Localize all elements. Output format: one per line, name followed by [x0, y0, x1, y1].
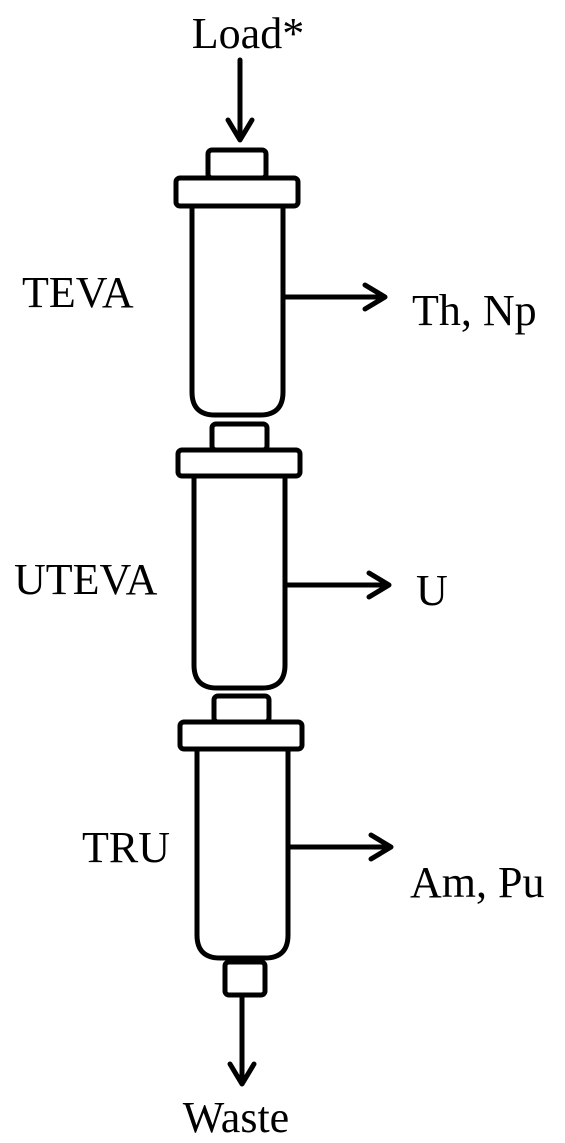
- eluate-label-tru: Am, Pu: [410, 858, 544, 907]
- column-tru: [177, 719, 305, 961]
- uteva-body: [191, 473, 288, 691]
- column-uteva: [175, 447, 303, 691]
- load-arrow: [225, 57, 255, 143]
- waste-arrow: [227, 995, 257, 1087]
- teva-cap: [173, 175, 301, 209]
- load-label: Load*: [192, 9, 304, 58]
- waste-label: Waste: [183, 1093, 289, 1142]
- column-label-uteva: UTEVA: [14, 555, 158, 604]
- column-label-tru: TRU: [82, 823, 170, 872]
- connector-1: [209, 421, 270, 453]
- uteva-cap: [175, 447, 303, 479]
- connector-2: [211, 693, 272, 725]
- inlet-nozzle: [205, 147, 269, 181]
- eluate-label-uteva: U: [416, 566, 448, 615]
- outlet-nozzle: [222, 959, 268, 998]
- tru-eluate-arrow: [287, 832, 394, 862]
- eluate-label-teva: Th, Np: [412, 286, 537, 335]
- tru-cap: [177, 719, 305, 752]
- column-label-teva: TEVA: [22, 268, 134, 317]
- column-teva: [173, 175, 301, 418]
- teva-body: [189, 203, 286, 418]
- teva-eluate-arrow: [282, 282, 388, 312]
- tru-body: [194, 746, 291, 961]
- uteva-eluate-arrow: [284, 570, 392, 600]
